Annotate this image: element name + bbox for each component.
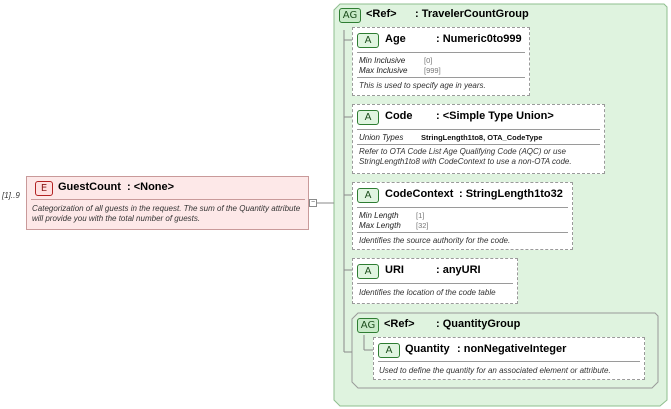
attribute-separator (357, 207, 568, 208)
attribute-badge-icon: A (357, 188, 379, 203)
attribute-badge-icon: A (378, 343, 400, 358)
element-description: Categorization of all guests in the requ… (32, 204, 301, 223)
attribute-name-codecontext: CodeContext (385, 188, 454, 200)
attribute-box-quantity[interactable] (373, 337, 645, 380)
attribute-box-codecontext[interactable] (352, 182, 573, 250)
attribute-name-uri: URI (385, 264, 404, 276)
element-separator (31, 199, 305, 200)
attribute-box-code[interactable] (352, 104, 605, 174)
attribute-badge-icon: A (357, 110, 379, 125)
attribute-name-code: Code (385, 110, 413, 122)
element-name: GuestCount (58, 181, 121, 193)
element-type: : <None> (127, 181, 175, 193)
cardinality-label: [1]..9 (2, 191, 20, 200)
attribute-badge-icon: A (357, 264, 379, 279)
attribute-description-quantity: Used to define the quantity for an assoc… (379, 366, 611, 375)
prop-value: [999] (424, 66, 441, 75)
subgroup-name: : QuantityGroup (436, 318, 521, 330)
attribute-separator (357, 232, 568, 233)
attribute-separator (357, 129, 600, 130)
union-label: Union Types (359, 133, 404, 142)
attribute-box-age[interactable] (352, 27, 530, 96)
attribute-type-code: : <Simple Type Union> (436, 110, 554, 122)
attribute-description-code: Refer to OTA Code List Age Qualifying Co… (359, 147, 572, 166)
attribute-type-codecontext: : StringLength1to32 (459, 188, 563, 200)
attribute-group-badge-icon: AG (339, 8, 361, 23)
attribute-separator (357, 77, 525, 78)
group-name: : TravelerCountGroup (415, 8, 529, 20)
attribute-description-codecontext: Identifies the source authority for the … (359, 236, 511, 245)
attribute-type-age: : Numeric0to999 (436, 33, 522, 45)
attribute-name-age: Age (385, 33, 406, 45)
element-box[interactable] (26, 176, 309, 230)
attribute-separator (357, 52, 525, 53)
attribute-name-quantity: Quantity (405, 343, 450, 355)
attribute-description-age: This is used to specify age in years. (359, 81, 486, 90)
prop-label: Max Length (359, 221, 401, 230)
attribute-badge-icon: A (357, 33, 379, 48)
prop-value: [0] (424, 56, 433, 65)
group-ref: <Ref> (366, 8, 397, 20)
prop-label: Max Inclusive (359, 66, 408, 75)
subgroup-ref: <Ref> (384, 318, 415, 330)
attribute-type-uri: : anyURI (436, 264, 481, 276)
attribute-separator (357, 283, 513, 284)
attribute-box-uri[interactable] (352, 258, 518, 304)
prop-label: Min Inclusive (359, 56, 406, 65)
union-value: StringLength1to8, OTA_CodeType (421, 133, 543, 142)
attribute-separator (378, 361, 640, 362)
attribute-description-uri: Identifies the location of the code tabl… (359, 288, 496, 297)
attribute-group-badge-icon: AG (357, 318, 379, 333)
collapse-icon[interactable]: − (309, 199, 317, 207)
attribute-separator (357, 144, 600, 145)
element-badge-icon: E (35, 181, 53, 196)
prop-label: Min Length (359, 211, 399, 220)
prop-value: [1] (416, 211, 425, 220)
prop-value: [32] (416, 221, 429, 230)
attribute-type-quantity: : nonNegativeInteger (457, 343, 567, 355)
